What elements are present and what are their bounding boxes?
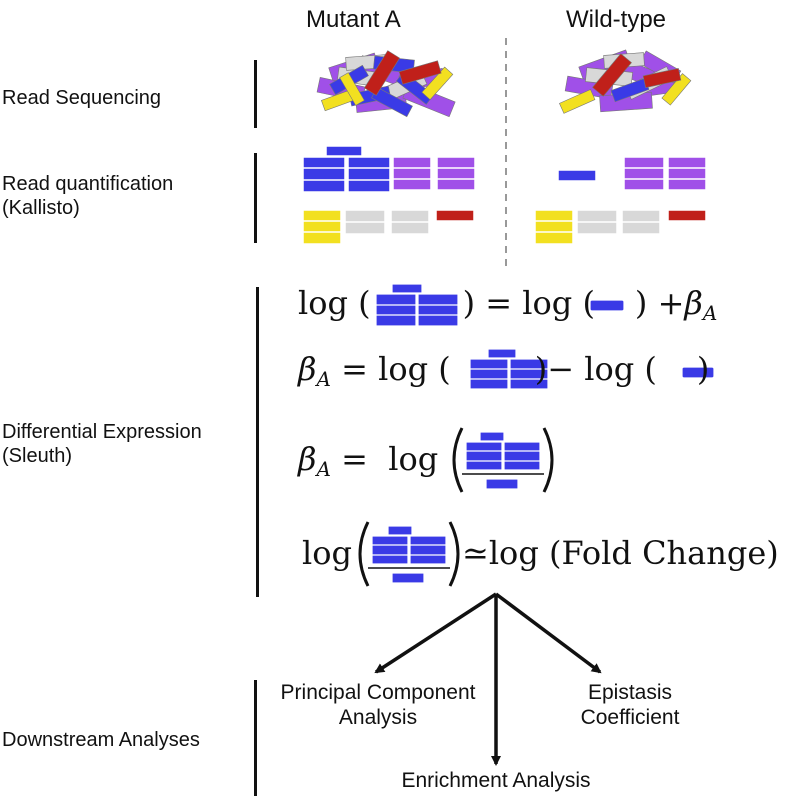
wildtype-purple-stack-2	[667, 156, 707, 191]
eq1-log-a: log	[298, 284, 348, 322]
wildtype-purple-stack-1	[623, 156, 665, 191]
mutant-red-read	[435, 209, 475, 222]
eq3-left-paren	[452, 427, 464, 493]
eq2-sub-a: A	[316, 367, 331, 391]
stage-read-quantification-line2: (Kallisto)	[2, 197, 80, 219]
mutant-quantification	[302, 145, 476, 245]
eq1-sub-a: A	[702, 301, 718, 325]
eq3-beta: β	[298, 440, 317, 478]
mutant-blue-stack-2	[347, 156, 391, 193]
analysis-enrichment: Enrichment Analysis	[401, 769, 591, 792]
equation-1: log () = log () +βA	[298, 284, 718, 325]
stage-read-quantification-line1: Read quantification	[2, 173, 174, 195]
eq2-equals: =	[341, 350, 368, 388]
wildtype-column-title: Wild-type	[566, 6, 667, 33]
mutant-yellow-stack	[302, 209, 342, 245]
eq4-approx: ≃	[462, 534, 489, 572]
wildtype-yellow-stack	[534, 209, 574, 245]
stage-differential-expression-line1: Differential Expression	[2, 421, 202, 443]
analysis-epistasis: Epistasis Coefficient	[560, 680, 700, 730]
eq3-right-paren	[542, 427, 554, 493]
stage-bar-differential	[256, 287, 259, 597]
eq2-log-a: log	[378, 350, 429, 388]
eq1-log-b: log	[522, 284, 573, 322]
wildtype-quantification	[534, 156, 707, 245]
eq4-fold-change: log (Fold Change)	[488, 534, 779, 572]
eq3-sub-a: A	[316, 457, 331, 481]
mutant-read-pile	[316, 50, 456, 118]
analysis-pca: Principal Component Analysis	[258, 680, 498, 730]
mutant-blue-stack-1	[302, 156, 346, 193]
eq1-plus: +	[657, 284, 685, 322]
eq3-equals: =	[341, 440, 368, 478]
mutant-purple-stack-1	[392, 156, 432, 191]
mutant-purple-stack-2	[436, 156, 476, 191]
analysis-epistasis-line2: Coefficient	[580, 706, 680, 730]
stage-bar-quantification	[254, 153, 257, 243]
eq4-right-paren	[448, 521, 460, 587]
equation-4: log	[302, 534, 352, 572]
equation-2: βA = log ()− log ()	[298, 350, 710, 391]
stage-bar-sequencing	[254, 60, 257, 128]
wildtype-read-pile	[559, 49, 692, 114]
stage-read-sequencing: Read Sequencing	[2, 87, 162, 109]
eq2-beta: β	[298, 350, 317, 388]
eq1-equals: =	[485, 284, 513, 322]
stage-read-quantification: Read quantification (Kallisto)	[2, 172, 173, 220]
equation-glyphs	[371, 283, 715, 584]
mutant-blue-top-read	[325, 145, 363, 157]
eq2-minus: −	[547, 350, 575, 388]
equation-3: βA = log	[298, 440, 438, 481]
eq3-log: log	[388, 440, 439, 478]
wildtype-blue-read	[557, 169, 597, 182]
mutant-column-title: Mutant A	[306, 6, 401, 33]
stage-differential-expression-line2: (Sleuth)	[2, 445, 73, 467]
stage-downstream-analyses: Downstream Analyses	[2, 729, 200, 751]
analysis-pca-line1: Principal Component	[280, 681, 476, 704]
stage-bar-downstream	[254, 680, 257, 796]
arrow-to-pca	[374, 592, 497, 674]
equation-4-rhs: ≃log (Fold Change)	[462, 534, 779, 572]
eq4-log: log	[302, 534, 352, 572]
stage-differential-expression: Differential Expression (Sleuth)	[2, 420, 202, 468]
eq2-log-b: log	[584, 350, 635, 388]
eq4-left-paren	[358, 521, 370, 587]
arrow-to-epistasis	[494, 592, 602, 674]
analysis-pca-line2: Analysis	[338, 706, 418, 730]
eq1-beta: β	[684, 284, 703, 322]
wildtype-red-read	[667, 209, 707, 222]
analysis-epistasis-line1: Epistasis	[587, 681, 673, 704]
